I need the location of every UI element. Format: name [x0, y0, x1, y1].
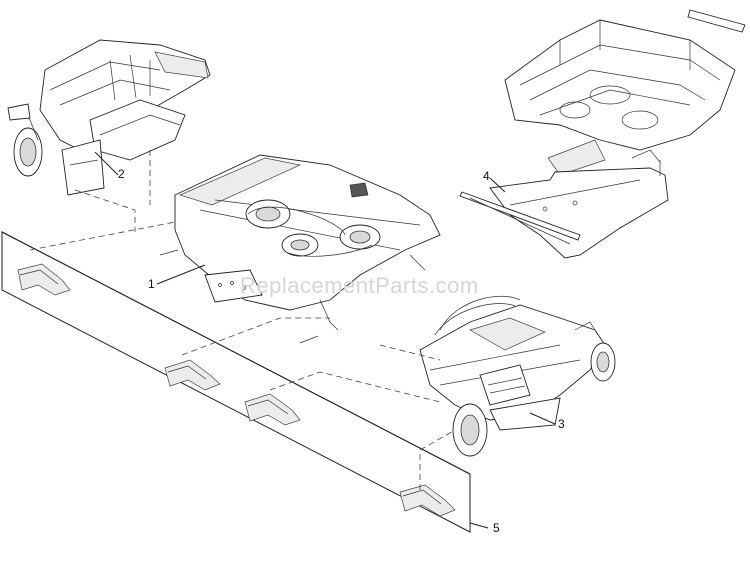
part-5-bracket-a [17, 263, 71, 296]
part-5-bracket-b [164, 359, 221, 391]
part-4-plate [459, 160, 669, 259]
callout-4: 4 [483, 169, 490, 183]
watermark: ReplacementParts.com [240, 273, 479, 298]
part-1-deck [159, 154, 441, 344]
assembly-guide-lines [29, 150, 456, 490]
part-2-front-assembly [7, 39, 211, 196]
part-3-mower-assembly [419, 295, 616, 457]
part-5-bracket-c [244, 393, 301, 426]
callout-5: 5 [493, 521, 500, 535]
callout-1: 1 [148, 277, 155, 291]
callout-leaders [94, 151, 556, 529]
part-5-bracket-d [399, 484, 456, 517]
panel-outline [1, 231, 471, 533]
callout-2: 2 [118, 167, 125, 181]
callout-3: 3 [558, 417, 565, 431]
chassis-frame [504, 9, 746, 176]
